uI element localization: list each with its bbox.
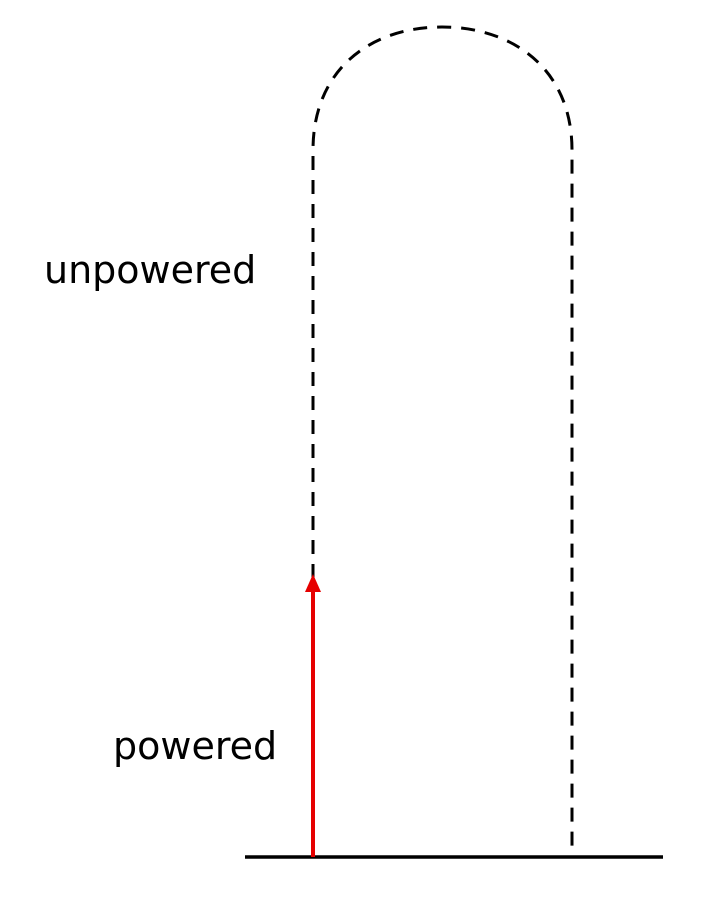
unpowered-trajectory	[311, 25, 574, 857]
powered-label: powered	[113, 724, 277, 768]
unpowered-label: unpowered	[44, 248, 256, 292]
powered-arrow-head	[305, 574, 321, 592]
